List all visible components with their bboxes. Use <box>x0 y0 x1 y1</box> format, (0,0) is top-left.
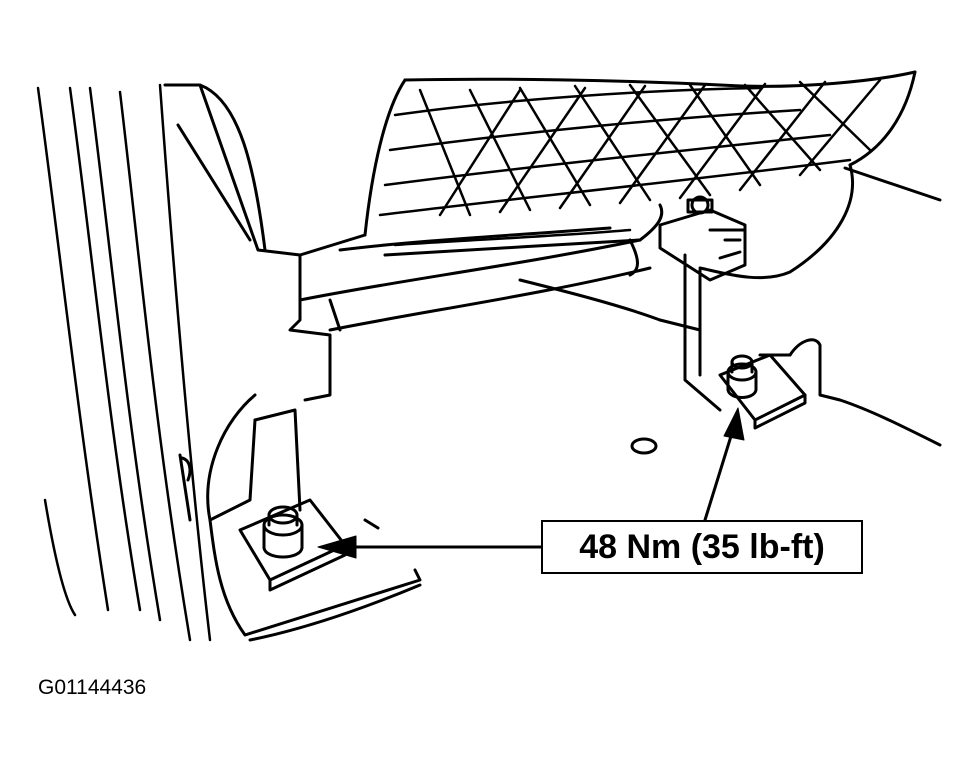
seat-track <box>298 203 664 332</box>
left-arrowhead <box>317 535 357 559</box>
cargo-net <box>378 78 882 247</box>
right-arrowhead <box>723 407 745 441</box>
torque-callout: 48 Nm (35 lb-ft) <box>541 520 863 574</box>
torque-label: 48 Nm (35 lb-ft) <box>579 527 825 566</box>
left-mount-bolt <box>208 408 422 642</box>
arrowheads <box>317 407 745 559</box>
pillar-trim <box>163 83 332 522</box>
figure-id: G01144436 <box>38 676 147 699</box>
floor-plate <box>518 166 942 455</box>
right-mount-bolt <box>718 353 807 430</box>
left-body-panel <box>36 83 212 642</box>
right-seat-bracket <box>628 195 747 412</box>
